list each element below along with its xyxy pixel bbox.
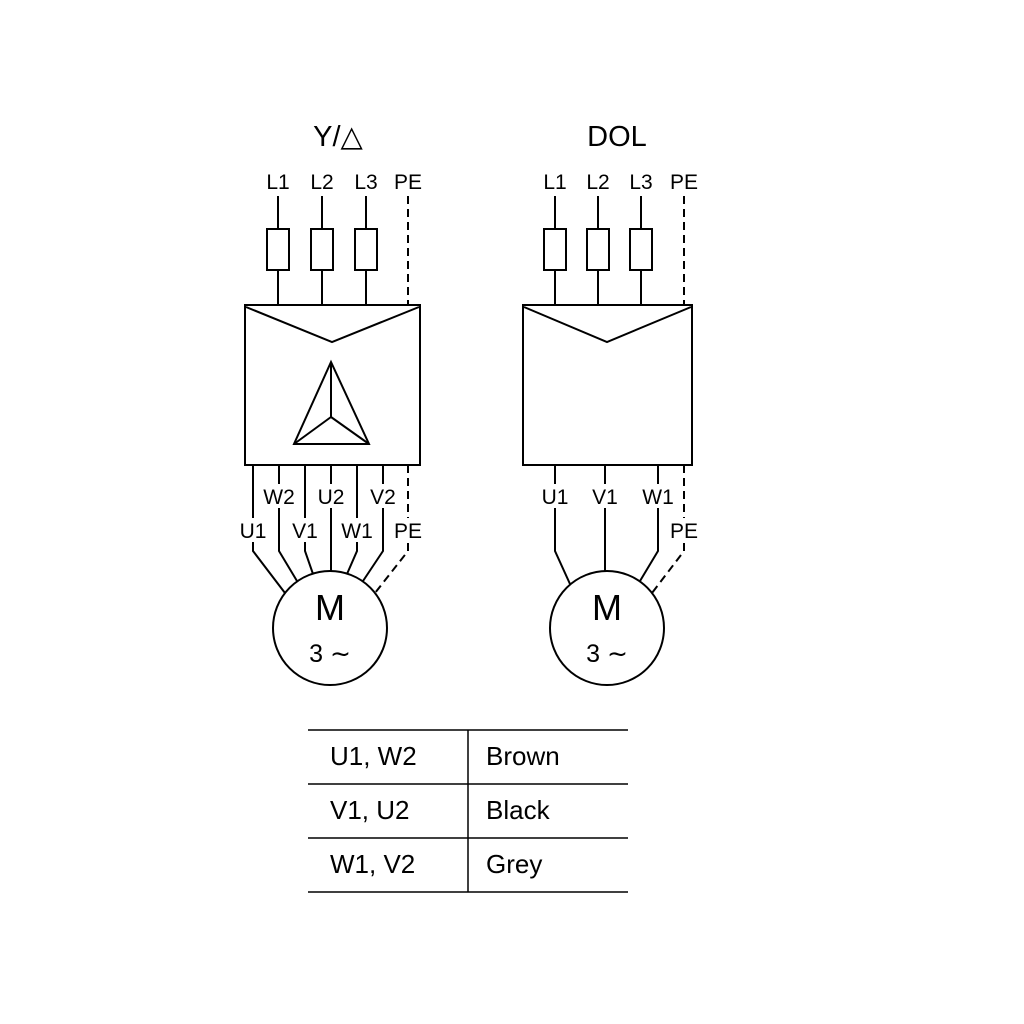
sd-phase-l3: L3 — [354, 171, 378, 305]
dol-pe-bottom-label: PE — [670, 520, 698, 543]
table-cell-color-2: Grey — [486, 849, 542, 879]
dol-lead-w1-label: W1 — [642, 486, 674, 509]
sd-wire-v1 — [304, 465, 314, 575]
dol-pe-top: PE — [670, 171, 698, 305]
dol-wire-w1 — [639, 465, 659, 582]
dol-starter-box — [522, 304, 693, 466]
sd-phase-l1: L1 — [266, 171, 290, 305]
dol-label-bg — [536, 484, 574, 508]
dol-lead-v1-label: V1 — [592, 486, 618, 509]
delta-outer-triangle — [292, 359, 371, 445]
sd-contactor-chevron — [245, 306, 420, 344]
dol-phase-l3: L3 — [629, 171, 653, 305]
sd-label-bg — [338, 518, 376, 542]
sd-label-bg — [286, 518, 324, 542]
sd-wire-u1 — [252, 465, 286, 594]
sd-lead-labels-row1: W2 U2 V2 — [260, 484, 402, 509]
sd-wire-w1 — [346, 465, 358, 575]
dol-phase-l1: L1 — [543, 171, 567, 305]
sd-pe-top-label: PE — [394, 171, 422, 194]
sd-l3-fuse — [354, 228, 378, 271]
sd-label-bg — [234, 518, 272, 542]
dol-lead-u1-label: U1 — [542, 486, 569, 509]
sd-lead-w1-label: W1 — [341, 520, 373, 543]
sd-phase-l1-label: L1 — [266, 171, 289, 194]
dol-wire-pe — [651, 465, 685, 594]
delta-inner-line-2 — [293, 416, 332, 445]
dol-pe-top-label: PE — [670, 171, 698, 194]
table-cell-terminals-2: W1, V2 — [330, 849, 415, 879]
sd-motor-phase-text: 3 ∼ — [309, 640, 351, 668]
delta-symbol — [292, 359, 371, 445]
sd-label-bg — [389, 518, 427, 542]
sd-label-bg — [312, 484, 350, 508]
sd-lead-u2-label: U2 — [318, 486, 345, 509]
dol-section: DOL L1 L2 L3 PE — [522, 121, 703, 686]
dol-contactor-chevron — [523, 306, 692, 344]
sd-motor-label: M — [315, 587, 345, 628]
sd-wire-pe — [374, 465, 409, 594]
dol-l1-fuse — [543, 228, 567, 271]
sd-l2-fuse — [310, 228, 334, 271]
sd-lead-labels-row2: U1 V1 W1 PE — [234, 518, 427, 543]
table-cell-terminals-1: V1, U2 — [330, 795, 410, 825]
sd-motor: M 3 ∼ — [272, 570, 388, 686]
sd-lead-v2-label: V2 — [370, 486, 396, 509]
sd-lead-w2-label: W2 — [263, 486, 295, 509]
terminal-color-table: U1, W2 Brown V1, U2 Black W1, V2 Grey — [308, 729, 628, 893]
sd-starter-box — [244, 304, 421, 466]
dol-motor: M 3 ∼ — [549, 570, 665, 686]
dol-motor-circle — [549, 570, 665, 686]
table-row: W1, V2 Grey — [330, 849, 542, 879]
dol-phase-l2: L2 — [586, 171, 610, 305]
dol-phase-l2-label: L2 — [586, 171, 609, 194]
table-row: V1, U2 Black — [330, 795, 551, 825]
sd-lead-u1-label: U1 — [240, 520, 267, 543]
table-cell-terminals-0: U1, W2 — [330, 741, 417, 771]
table-cell-color-1: Black — [486, 795, 551, 825]
star-delta-title: Y/△ — [313, 121, 363, 153]
dol-phase-l3-label: L3 — [629, 171, 652, 194]
sd-label-bg — [260, 484, 298, 508]
sd-label-bg — [364, 484, 402, 508]
dol-lead-labels: U1 V1 W1 PE — [536, 484, 703, 543]
sd-phase-l2-label: L2 — [310, 171, 333, 194]
sd-l1-fuse — [266, 228, 290, 271]
delta-inner-line-3 — [330, 416, 370, 445]
dol-label-bg — [665, 518, 703, 542]
sd-motor-circle — [272, 570, 388, 686]
sd-phase-l2: L2 — [310, 171, 334, 305]
sd-phase-l3-label: L3 — [354, 171, 377, 194]
sd-pe-top: PE — [394, 171, 422, 305]
dol-wire-u1 — [554, 465, 571, 585]
dol-l2-fuse — [586, 228, 610, 271]
dol-motor-phase-text: 3 ∼ — [586, 640, 628, 668]
dol-l3-fuse — [629, 228, 653, 271]
table-row: U1, W2 Brown — [330, 741, 560, 771]
sd-pe-bottom-label: PE — [394, 520, 422, 543]
dol-motor-label: M — [592, 587, 622, 628]
dol-title: DOL — [587, 121, 647, 153]
dol-label-bg — [586, 484, 624, 508]
sd-lead-v1-label: V1 — [292, 520, 318, 543]
star-delta-section: Y/△ L1 L2 L3 PE — [234, 121, 427, 686]
table-cell-color-0: Brown — [486, 741, 560, 771]
dol-phase-l1-label: L1 — [543, 171, 566, 194]
dol-label-bg — [639, 484, 677, 508]
